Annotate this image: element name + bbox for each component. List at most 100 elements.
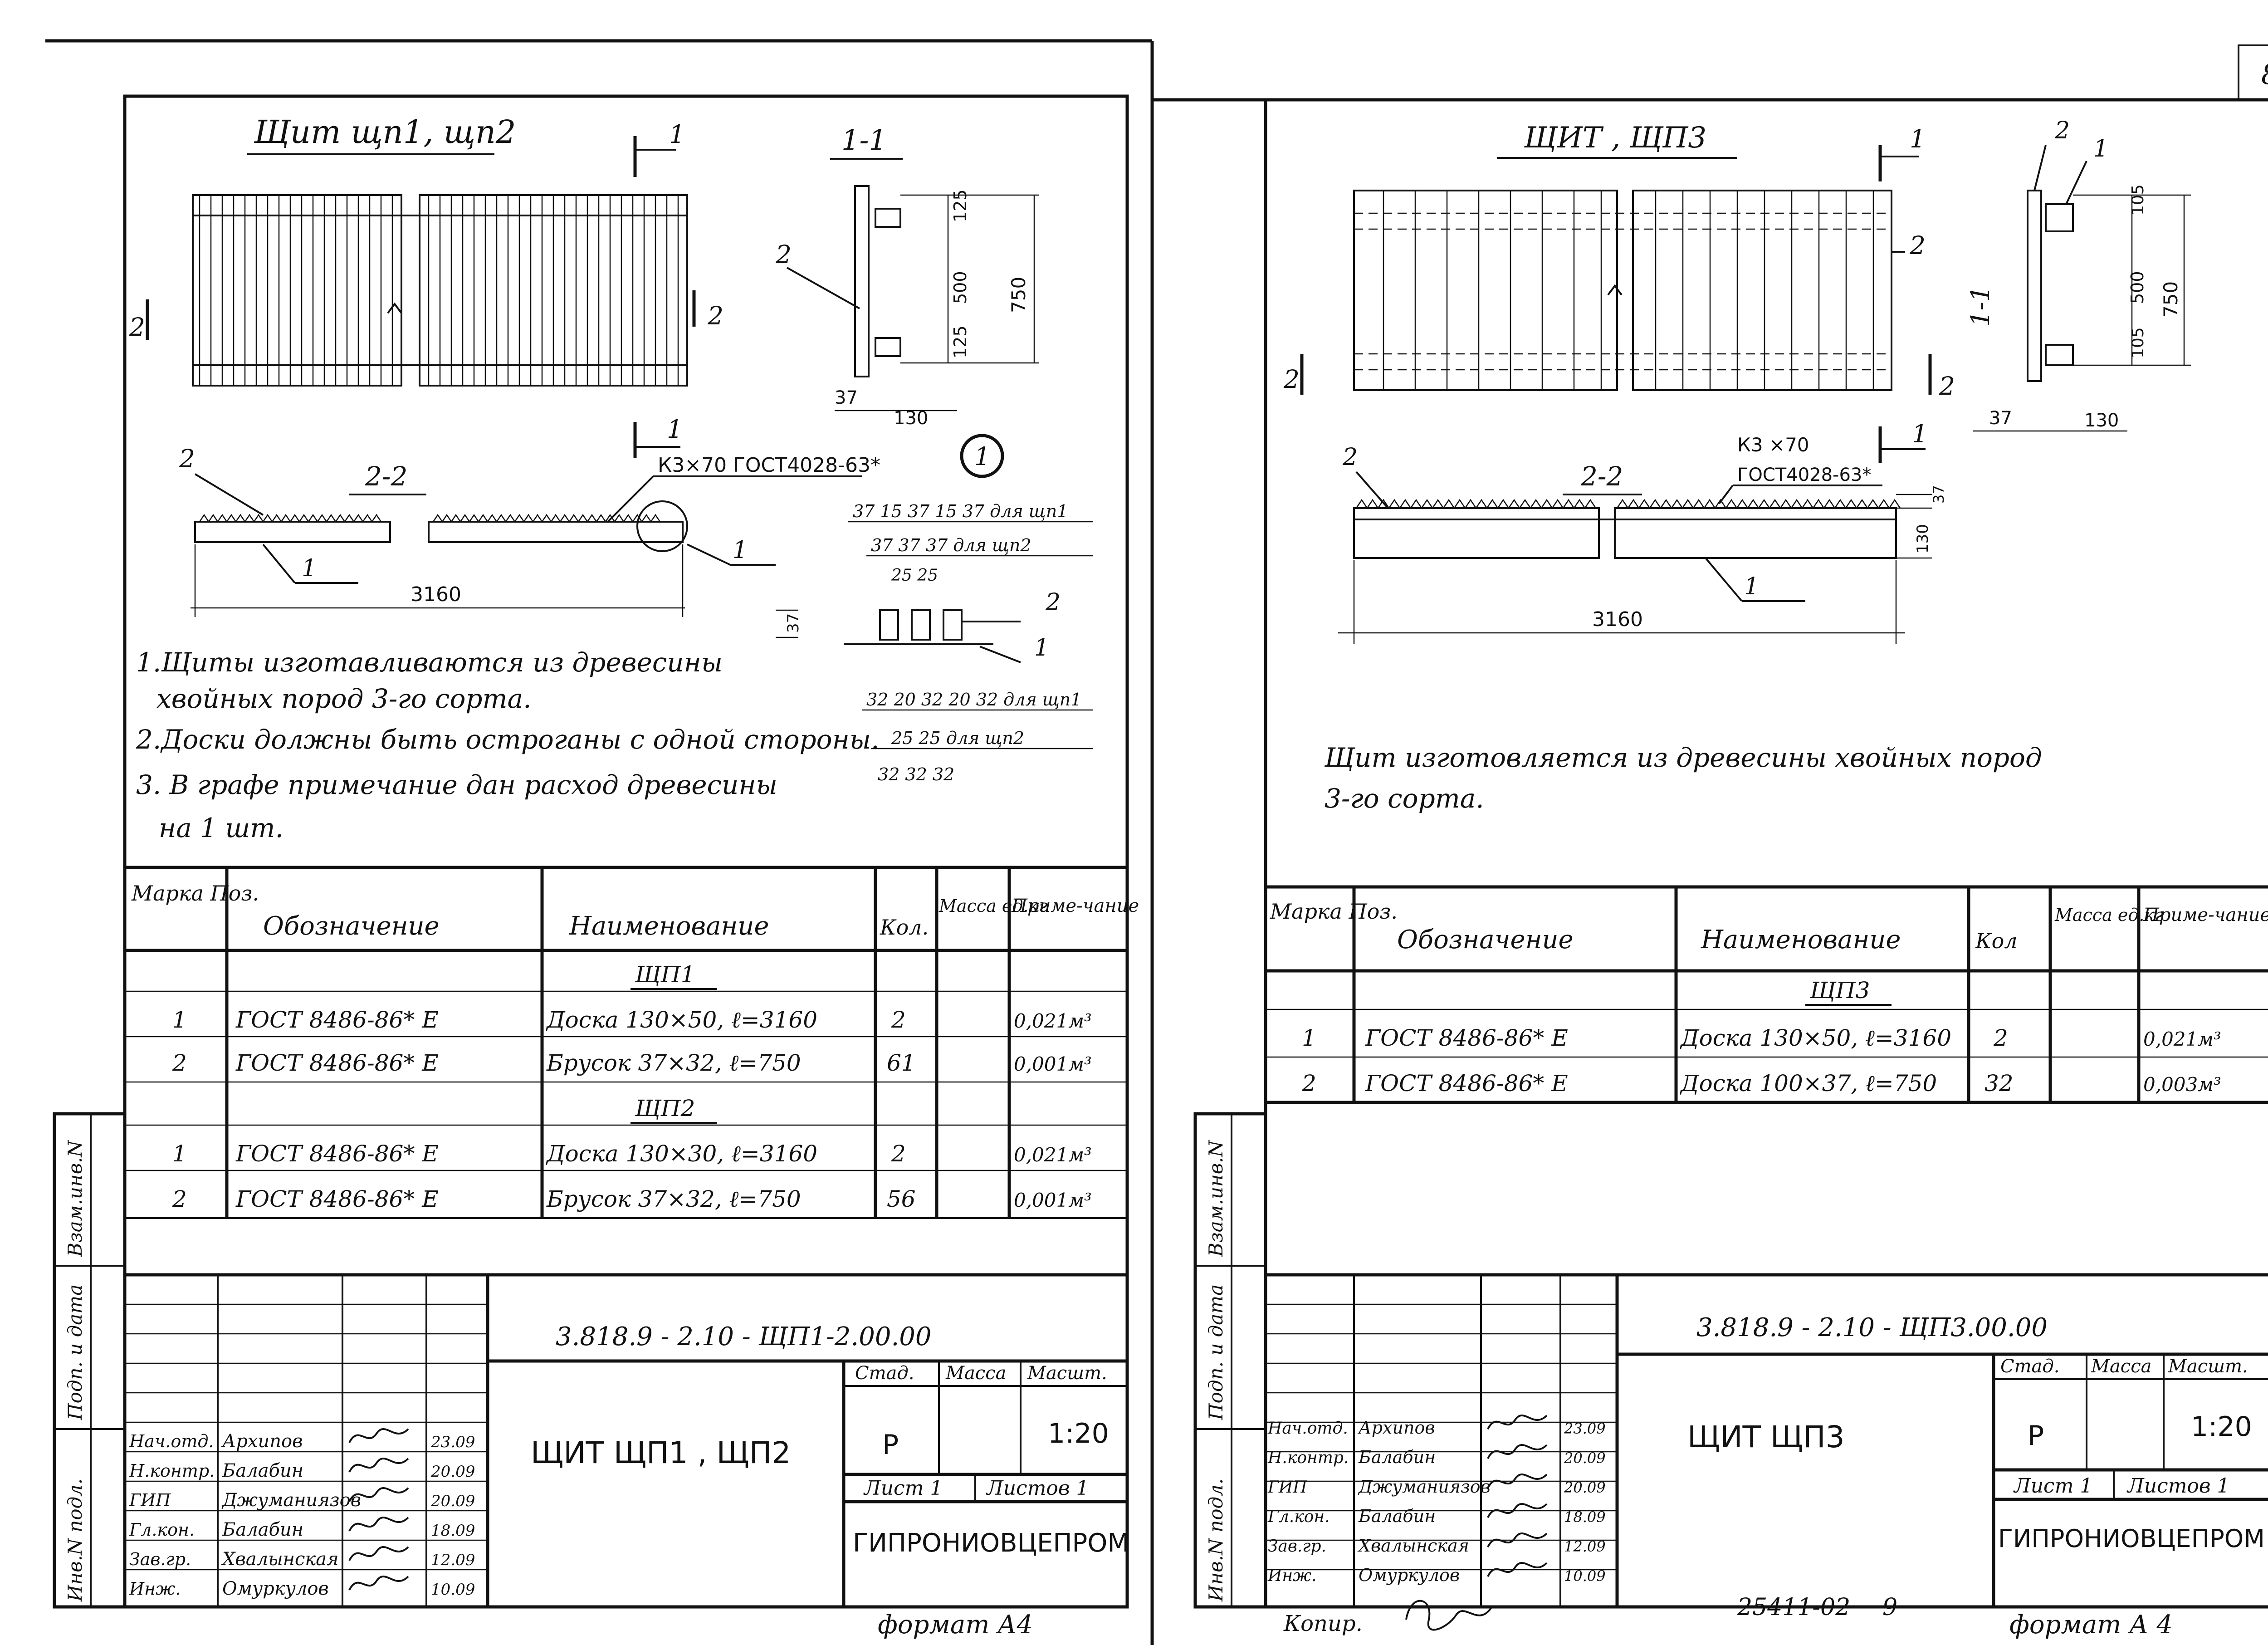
- left-r2-note: 0,001м³: [1014, 1053, 1092, 1075]
- right-plan-view: [1353, 190, 1892, 391]
- right-th-name: Наименование: [1701, 925, 1901, 955]
- left-th-pos: Марка Поз.: [131, 881, 259, 906]
- dim-750: 750: [1007, 277, 1030, 313]
- right-date-1: 20.09: [1564, 1449, 1606, 1467]
- left-name-2: Джуманиязов: [221, 1490, 361, 1511]
- left-r3-note: 0,021м³: [1014, 1144, 1092, 1166]
- left-doc-title: ЩИТ ЩП1 , ЩП2: [531, 1435, 791, 1470]
- callout-2-sec11: 2: [775, 240, 792, 269]
- left-side-label-replace: Взам.инв.N: [64, 1140, 86, 1257]
- left-role-5: Инж.: [129, 1579, 181, 1599]
- left-date-3: 18.09: [431, 1522, 475, 1540]
- left-section-1-1: 125 500 125 750 37 130 2: [775, 185, 1039, 429]
- right-role-2: ГИП: [1267, 1478, 1307, 1497]
- right-r2-qty: 32: [1984, 1070, 2014, 1097]
- right-th-designation: Обозначение: [1397, 925, 1574, 955]
- right-section-2-2: 3160 37 130 1: [1338, 485, 1947, 644]
- right-section-1-1: 105 500 105 750 37 130 2 1: [1973, 117, 2191, 432]
- left-r2-qty: 61: [887, 1050, 916, 1076]
- section-2-label-right: 2: [707, 301, 723, 330]
- right-section-2-2-title: 2-2: [1580, 461, 1623, 492]
- detail-circle-label: 1: [974, 442, 990, 471]
- left-r3-pos: 1: [172, 1141, 187, 1167]
- right-mass-hdr: Масса: [2091, 1356, 2151, 1377]
- left-date-1: 20.09: [430, 1463, 475, 1481]
- left-format: формат А4: [878, 1610, 1033, 1640]
- left-signature-1: [348, 1458, 409, 1473]
- right-title-block: 3.818.9 - 2.10 - ЩП3.00.00 ЩИТ ЩП3 Стад.…: [1266, 1273, 2268, 1607]
- left-r1-designation: ГОСТ 8486-86* Е: [235, 1007, 439, 1033]
- right-archive-sheet: 9: [1882, 1594, 1897, 1621]
- section-2-label-left: 2: [129, 313, 145, 342]
- right-signature-3: [1487, 1503, 1548, 1518]
- right-dim-105-top: 105: [2129, 184, 2147, 215]
- detail-callout-2: 2: [1045, 589, 1061, 616]
- left-note-2: 2.Доски должны быть острoганы с одной ст…: [136, 724, 879, 755]
- right-date-4: 12.09: [1564, 1538, 1606, 1555]
- left-name-3: Балабин: [222, 1519, 303, 1540]
- right-name-2: Джуманиязов: [1358, 1477, 1491, 1497]
- left-section-1-1-title: 1-1: [841, 123, 887, 157]
- right-date-3: 18.09: [1564, 1508, 1606, 1526]
- left-section-2-2: 3160 1 1: [191, 500, 776, 617]
- right-th-qty: Кол: [1975, 929, 2018, 953]
- right-org: ГИПРОНИОВЦЕПРОМ: [1998, 1524, 2265, 1553]
- dim-130: 130: [894, 408, 928, 429]
- left-signature-3: [348, 1517, 409, 1532]
- right-dim-37: 37: [1989, 408, 2012, 429]
- left-th-qty: Кол.: [880, 915, 929, 940]
- right-sec22-callout-2: 2: [1342, 444, 1358, 471]
- left-side-label-inv: Инв.N подл.: [64, 1479, 86, 1602]
- right-dim-105-bottom: 105: [2129, 327, 2147, 358]
- right-dim-37v: 37: [1930, 485, 1947, 504]
- right-dim-750: 750: [2160, 281, 2182, 318]
- right-dim-3160: 3160: [1592, 608, 1643, 631]
- detail-dims-row5: 25 25 для щп2: [891, 728, 1024, 748]
- right-signature-5: [1487, 1562, 1548, 1577]
- left-name-5: Омуркулов: [222, 1578, 329, 1599]
- left-frame: [123, 94, 1129, 1609]
- left-detail-node: 37 15 37 15 37 для щп1 37 37 37 для щп2 …: [776, 501, 1093, 784]
- left-doc-code: 3.818.9 - 2.10 - ЩП1-2.00.00: [556, 1322, 932, 1351]
- right-r1-note: 0,021м³: [2143, 1028, 2221, 1050]
- left-r3-qty: 2: [891, 1141, 906, 1167]
- right-title: ЩИТ , ЩП3: [1524, 121, 1706, 155]
- left-th-mass: Масса ед.кг: [938, 896, 1047, 916]
- right-r2-name: Доска 100×37, ℓ=750: [1680, 1070, 1937, 1097]
- left-stage-hdr: Стад.: [855, 1363, 914, 1384]
- right-name-0: Архипов: [1357, 1418, 1435, 1438]
- left-r1-qty: 2: [891, 1007, 906, 1033]
- right-name-1: Балабин: [1358, 1447, 1436, 1467]
- left-r4-name: Брусок 37×32, ℓ=750: [546, 1186, 801, 1212]
- callout-2-sec22: 2: [179, 444, 195, 473]
- left-date-2: 20.09: [430, 1492, 475, 1510]
- dim-3160-left: 3160: [411, 583, 461, 606]
- dim-500: 500: [950, 271, 970, 304]
- left-r4-qty: 56: [887, 1186, 916, 1212]
- right-r1-pos: 1: [1302, 1025, 1316, 1051]
- left-title-block: 3.818.9 - 2.10 - ЩП1-2.00.00 ЩИТ ЩП1 , Щ…: [125, 1273, 1129, 1607]
- left-notes: 1.Щиты изготавливаются из древесины хвой…: [136, 647, 879, 843]
- detail-callout-1: 1: [1034, 634, 1049, 661]
- left-note-1a: 1.Щиты изготавливаются из древесины: [136, 647, 723, 678]
- right-archive-number: 25411-02: [1737, 1594, 1850, 1621]
- detail-dims-row6: 32 32 32: [878, 764, 954, 784]
- right-date-5: 10.09: [1564, 1567, 1606, 1585]
- left-note-3b: на 1 шт.: [159, 813, 284, 843]
- right-frame: [1264, 98, 2268, 1609]
- left-r1-name: Доска 130×50, ℓ=3160: [546, 1007, 817, 1033]
- left-side-label-sign: Подп. и дата: [64, 1284, 86, 1420]
- left-r1-pos: 1: [172, 1007, 187, 1033]
- right-side-labels: Взам.инв.N Подп. и дата Инв.N подл.: [1193, 1112, 1267, 1609]
- left-section-2-2-title: 2-2: [365, 461, 407, 492]
- left-r3-designation: ГОСТ 8486-86* Е: [235, 1141, 439, 1167]
- left-signature-5: [348, 1576, 409, 1591]
- right-signature-0: [1487, 1415, 1548, 1430]
- left-name-4: Хвалынская: [221, 1549, 339, 1570]
- left-group-shp2: ЩП2: [635, 1095, 695, 1121]
- left-sheets: Листов 1: [986, 1477, 1089, 1500]
- detail-dims-row3: 25 25: [891, 566, 938, 585]
- left-signature-0: [348, 1428, 409, 1443]
- right-signature-4: [1487, 1532, 1548, 1547]
